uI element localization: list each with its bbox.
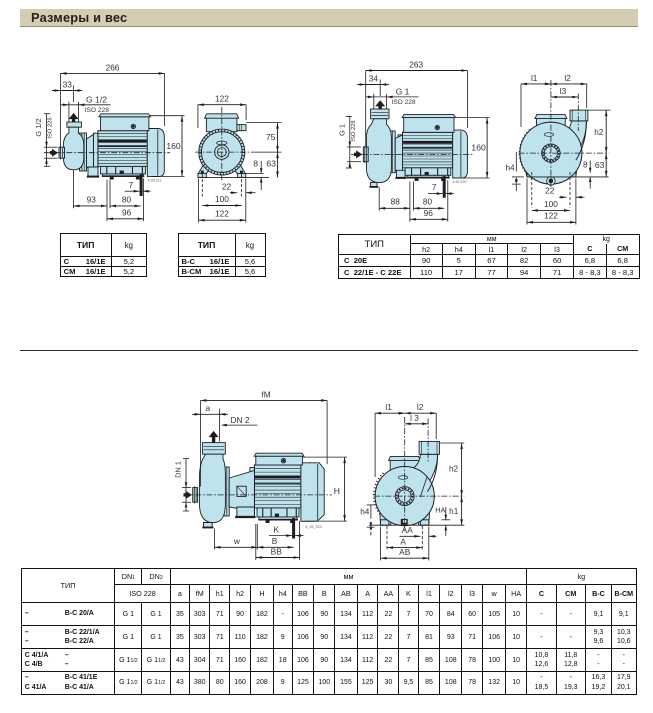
svg-text:93: 93 — [87, 194, 97, 204]
svg-text:l1: l1 — [385, 402, 392, 412]
svg-text:8: 8 — [583, 161, 588, 170]
svg-text:h4: h4 — [360, 508, 370, 517]
svg-text:G 1/2: G 1/2 — [86, 94, 107, 104]
svg-text:22: 22 — [545, 186, 555, 196]
svg-text:122: 122 — [215, 94, 229, 104]
svg-text:100: 100 — [544, 199, 558, 209]
svg-text:63: 63 — [595, 160, 605, 170]
svg-text:h4: h4 — [505, 164, 515, 173]
svg-text:34: 34 — [369, 74, 379, 84]
svg-text:l2: l2 — [564, 73, 571, 83]
svg-text:63: 63 — [266, 158, 276, 168]
svg-text:33: 33 — [63, 80, 73, 90]
svg-text:75: 75 — [266, 132, 276, 142]
svg-text:l 3: l 3 — [410, 413, 419, 423]
svg-text:G 1: G 1 — [396, 87, 410, 97]
svg-text:122: 122 — [544, 211, 558, 221]
svg-text:DN 2: DN 2 — [231, 415, 250, 425]
svg-text:DN 1: DN 1 — [173, 461, 182, 478]
svg-text:160: 160 — [471, 143, 486, 153]
svg-text:100: 100 — [215, 194, 229, 204]
svg-text:H: H — [334, 486, 340, 496]
svg-text:G 1/2: G 1/2 — [34, 118, 43, 136]
svg-text:263: 263 — [409, 60, 423, 70]
svg-text:ISO 228: ISO 228 — [351, 120, 357, 141]
svg-text:7: 7 — [432, 182, 437, 192]
svg-text:A: A — [400, 536, 406, 546]
svg-text:HA: HA — [435, 506, 445, 515]
svg-text:ISO 228: ISO 228 — [48, 117, 54, 138]
svg-text:80: 80 — [122, 194, 132, 204]
svg-text:160: 160 — [166, 141, 181, 151]
svg-text:h1: h1 — [449, 507, 459, 516]
svg-text:ISO 228: ISO 228 — [391, 99, 416, 106]
svg-text:a: a — [205, 403, 210, 413]
svg-text:w: w — [233, 536, 241, 546]
svg-text:4.93.220: 4.93.220 — [453, 180, 467, 184]
svg-text:266: 266 — [106, 63, 120, 73]
svg-text:fM: fM — [261, 389, 270, 399]
svg-text:G 1: G 1 — [337, 124, 346, 136]
svg-text:8: 8 — [253, 158, 258, 168]
svg-text:4.93.211: 4.93.211 — [148, 179, 162, 183]
svg-text:B: B — [272, 536, 278, 546]
svg-text:AA: AA — [402, 525, 414, 535]
svg-text:88: 88 — [391, 197, 401, 207]
svg-text:96: 96 — [122, 207, 132, 217]
svg-text:22: 22 — [222, 181, 232, 191]
svg-text:l1: l1 — [531, 73, 538, 83]
svg-text:ISO 228: ISO 228 — [85, 107, 110, 114]
svg-text:4_93_223: 4_93_223 — [306, 525, 322, 529]
svg-text:K: K — [274, 524, 280, 534]
svg-text:80: 80 — [423, 197, 433, 207]
svg-text:l3: l3 — [560, 86, 567, 96]
svg-text:BB: BB — [271, 546, 283, 556]
svg-text:h2: h2 — [594, 128, 604, 137]
svg-text:122: 122 — [215, 209, 229, 219]
svg-text:h2: h2 — [449, 464, 459, 473]
svg-text:l2: l2 — [417, 402, 424, 412]
svg-text:7: 7 — [128, 180, 133, 190]
svg-text:96: 96 — [424, 208, 434, 218]
svg-text:AB: AB — [399, 547, 411, 557]
